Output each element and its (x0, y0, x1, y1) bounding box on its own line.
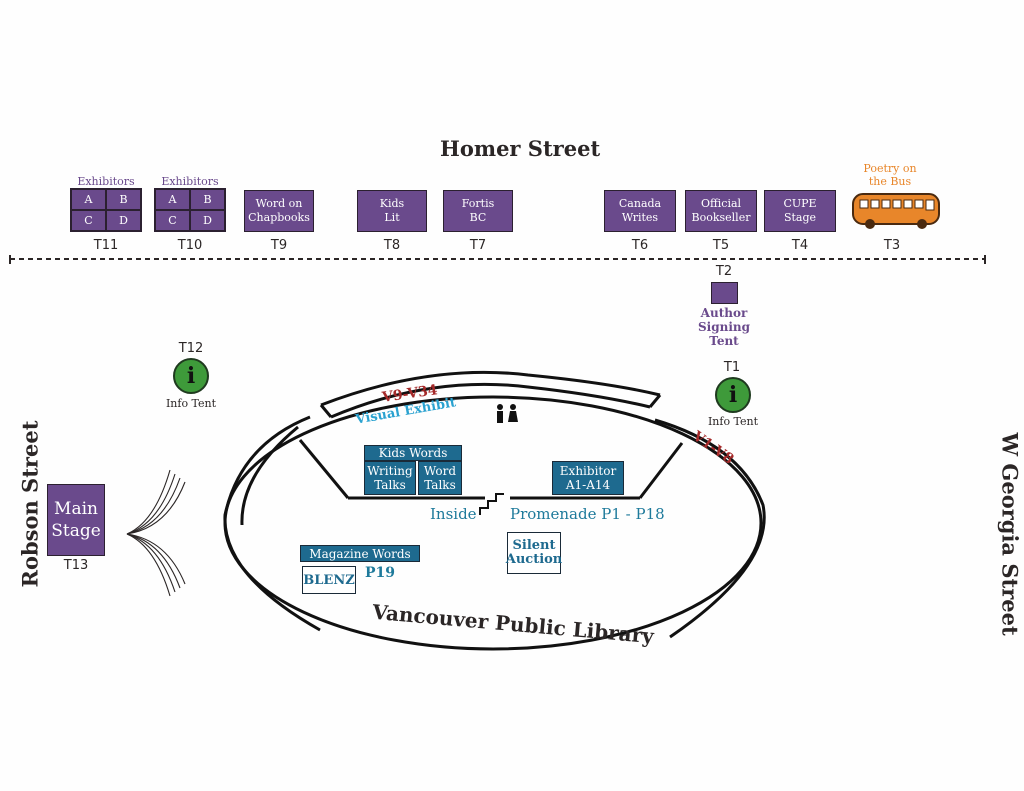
kids-words-header[interactable]: Kids Words (364, 445, 462, 461)
booth-b: B (190, 189, 225, 210)
magazine-words-room[interactable]: Magazine Words (300, 545, 420, 562)
exhibitors-label-t10: Exhibitors (161, 175, 219, 188)
booth-d: D (106, 210, 141, 231)
tent-t5-official-bookseller[interactable]: Official Bookseller (685, 190, 757, 232)
tent-t2-author-signing[interactable] (711, 282, 738, 304)
exhibitors-label-t11: Exhibitors (77, 175, 135, 188)
tent-t10-exhibitors[interactable]: A B C D (154, 188, 226, 232)
tent-code-t13: T13 (63, 558, 89, 573)
blenz-cafe[interactable]: BLENZ (302, 566, 356, 594)
tent-code-t3: T3 (883, 238, 901, 253)
library-outline (223, 370, 766, 651)
info-icon-t12[interactable]: i (173, 358, 209, 394)
stage-sound-waves (126, 469, 186, 597)
info-tent-label-t1: Info Tent (707, 415, 759, 428)
tent-t9-label: Word on Chapbooks (248, 197, 310, 224)
tent-t11-exhibitors[interactable]: A B C D (70, 188, 142, 232)
tent-t9-word-on-chapbooks[interactable]: Word on Chapbooks (244, 190, 314, 232)
tent-t6-canada-writes[interactable]: Canada Writes (604, 190, 676, 232)
tent-code-t7: T7 (469, 238, 487, 253)
tent-t5-label: Official Bookseller (691, 197, 751, 224)
homer-street-label: Homer Street (440, 136, 601, 161)
street-boundary-line (9, 255, 986, 264)
author-signing-tent-label: Author Signing Tent (697, 306, 750, 348)
exhibitor-a1-a14[interactable]: Exhibitor A1-A14 (552, 461, 624, 495)
writing-talks-room[interactable]: Writing Talks (364, 461, 416, 495)
info-tent-label-t12: Info Tent (165, 397, 217, 410)
promenade-label: Promenade P1 - P18 (510, 505, 665, 523)
booth-a: A (71, 189, 106, 210)
booth-c: C (71, 210, 106, 231)
bus-icon[interactable] (850, 190, 945, 232)
silent-auction[interactable]: Silent Auction (505, 532, 563, 574)
writing-talks-label: Writing Talks (367, 464, 413, 492)
robson-street-label: Robson Street (17, 420, 43, 588)
silent-auction-label: Silent Auction (505, 538, 563, 567)
tent-code-t6: T6 (631, 238, 649, 253)
tent-code-t2: T2 (715, 264, 733, 279)
tent-t8-kids-lit[interactable]: Kids Lit (357, 190, 427, 232)
tent-code-t9: T9 (270, 238, 288, 253)
booth-b: B (106, 189, 141, 210)
booth-c: C (155, 210, 190, 231)
tent-code-t1: T1 (723, 360, 741, 375)
stairs-icon (479, 493, 504, 515)
tent-code-t10: T10 (177, 238, 203, 253)
tent-code-t12: T12 (178, 341, 204, 356)
p19-label: P19 (365, 565, 396, 581)
booth-a: A (155, 189, 190, 210)
tent-code-t4: T4 (791, 238, 809, 253)
main-stage-label: Main Stage (51, 499, 101, 541)
booth-d: D (190, 210, 225, 231)
tent-code-t11: T11 (93, 238, 119, 253)
tent-t8-label: Kids Lit (379, 197, 405, 224)
tent-code-t5: T5 (712, 238, 730, 253)
inside-label: Inside (430, 505, 477, 523)
exhibitor-a1-a14-label: Exhibitor A1-A14 (559, 464, 617, 492)
poetry-on-the-bus-label: Poetry on the Bus (863, 162, 917, 188)
tent-t6-label: Canada Writes (618, 197, 662, 224)
tent-t7-fortis-bc[interactable]: Fortis BC (443, 190, 513, 232)
tent-code-t8: T8 (383, 238, 401, 253)
info-icon-t1[interactable]: i (715, 377, 751, 413)
tent-t4-label: CUPE Stage (783, 197, 817, 224)
word-talks-label: Word Talks (423, 464, 457, 492)
w-georgia-street-label: W Georgia Street (997, 432, 1023, 636)
word-talks-room[interactable]: Word Talks (418, 461, 462, 495)
tent-t7-label: Fortis BC (461, 197, 495, 224)
restroom-icon (497, 404, 518, 423)
main-stage[interactable]: Main Stage (47, 484, 105, 556)
tent-t4-cupe-stage[interactable]: CUPE Stage (764, 190, 836, 232)
